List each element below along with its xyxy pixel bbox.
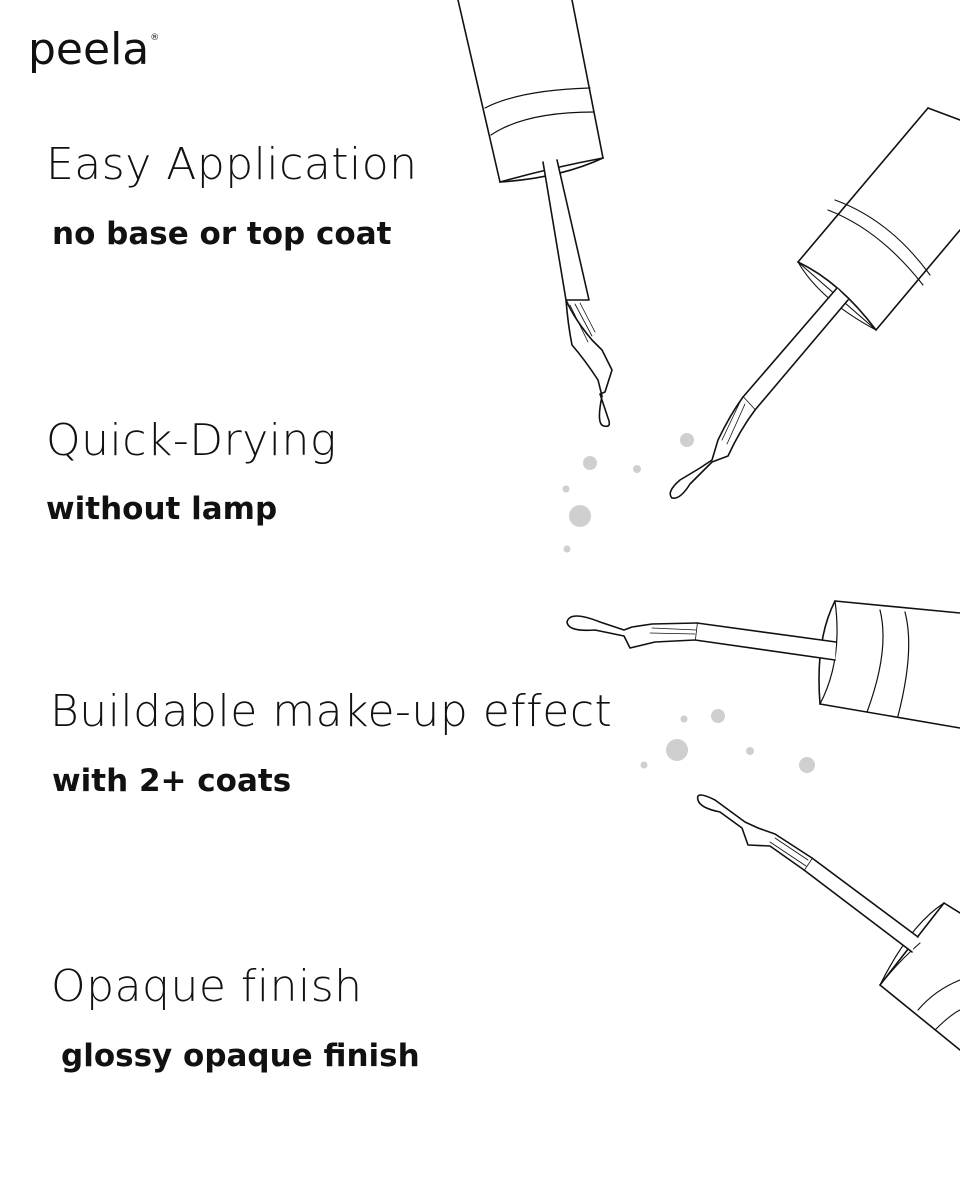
brand-name: peela [28,24,150,75]
feature-title: Buildable make-up effect [50,686,613,737]
registered-mark: ® [150,33,160,43]
feature-subtitle: with 2+ coats [52,763,292,799]
nail-polish-brush-icon [566,600,960,729]
nail-polish-brush-icon [669,107,960,500]
feature-title: Quick-Drying [46,415,337,466]
brand-logo: peela® [28,28,159,72]
nail-polish-brush-icon [696,794,960,1051]
feature-subtitle: no base or top coat [52,216,392,252]
feature-title: Easy Application [46,139,418,190]
feature-title: Opaque finish [51,961,363,1012]
nail-polish-brush-icon [457,0,613,428]
feature-subtitle: glossy opaque finish [61,1038,420,1074]
feature-subtitle: without lamp [46,491,278,527]
